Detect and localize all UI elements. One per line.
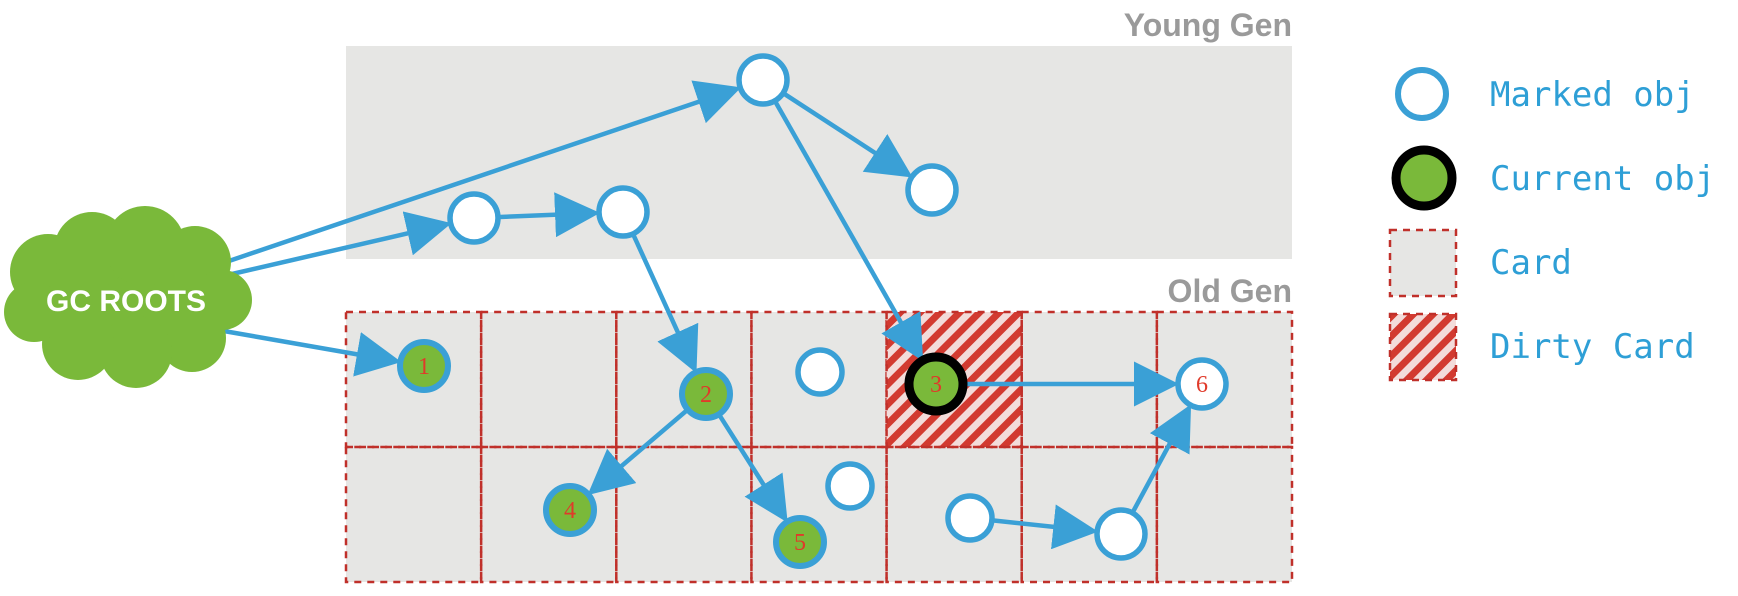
gc-roots-cloud: GC ROOTS xyxy=(4,206,252,388)
card-icon xyxy=(1388,228,1458,298)
legend-marked-obj: Marked obj xyxy=(1395,67,1695,121)
object-number-label: 6 xyxy=(1196,372,1208,398)
edge-y3-to-o3 xyxy=(773,101,924,362)
live-object-circle xyxy=(773,515,827,569)
object-nodes: 1 2 3 4 5 6 xyxy=(397,53,1229,569)
live-object-circle xyxy=(543,483,597,537)
marked-obj-icon xyxy=(1395,67,1449,121)
young-gen-region: Young Gen xyxy=(346,7,1292,259)
card xyxy=(1155,445,1294,584)
edge-y1-to-y2 xyxy=(499,192,601,238)
edge-y3-to-y4 xyxy=(783,92,913,178)
object-node-o1: 1 xyxy=(397,339,451,393)
marked-object-circle xyxy=(1094,507,1148,561)
legend-dirty-card-label: Dirty Card xyxy=(1490,327,1695,367)
object-number-label: 2 xyxy=(700,382,712,408)
card xyxy=(750,310,888,449)
card xyxy=(885,445,1023,584)
object-node-y1 xyxy=(447,191,501,245)
card xyxy=(615,310,753,449)
object-node-o5: 5 xyxy=(773,515,827,569)
object-node-m1 xyxy=(795,347,845,397)
marked-object-circle xyxy=(596,185,650,239)
card xyxy=(479,445,618,584)
legend-marked-obj-label: Marked obj xyxy=(1490,75,1695,115)
object-node-o2: 2 xyxy=(679,367,733,421)
live-object-circle xyxy=(679,367,733,421)
legend-current-obj-label: Current obj xyxy=(1490,159,1715,199)
edge-y2-to-o2 xyxy=(631,234,699,374)
legend-card: Card xyxy=(1388,228,1572,298)
legend-dirty-card: Dirty Card xyxy=(1388,312,1695,382)
legend-card-label: Card xyxy=(1490,243,1572,283)
cloud-icon xyxy=(4,206,252,388)
marked-object-circle xyxy=(905,163,959,217)
card xyxy=(344,445,483,584)
marked-object-circle xyxy=(825,461,875,511)
object-node-m3 xyxy=(945,493,995,543)
marked-object-circle xyxy=(736,53,790,107)
object-node-o6: 6 xyxy=(1175,357,1229,411)
dirty-card-icon xyxy=(1388,312,1458,382)
object-node-m2 xyxy=(825,461,875,511)
marked-object-circle xyxy=(447,191,501,245)
edge-roots-to-y1 xyxy=(231,211,452,277)
object-node-y2 xyxy=(596,185,650,239)
object-number-label: 3 xyxy=(930,372,942,398)
legend: Marked obj Current obj Card Dirty Card xyxy=(1388,67,1715,382)
current-object-circle xyxy=(904,352,968,416)
card xyxy=(344,310,483,449)
marked-object-circle xyxy=(945,493,995,543)
edge-roots-to-y3 xyxy=(225,80,742,265)
young-gen-area xyxy=(346,46,1292,259)
object-number-label: 5 xyxy=(794,530,806,556)
gc-roots-label: GC ROOTS xyxy=(46,285,206,318)
object-node-y3 xyxy=(736,53,790,107)
legend-current-obj: Current obj xyxy=(1391,145,1715,211)
current-obj-icon xyxy=(1391,145,1457,211)
edge-o2-to-o5 xyxy=(718,414,788,523)
object-node-m4 xyxy=(1094,507,1148,561)
object-number-label: 1 xyxy=(418,354,430,380)
edge-o2-to-o4 xyxy=(587,409,688,496)
object-node-o3: 3 xyxy=(904,352,968,416)
reference-edges xyxy=(217,80,1192,550)
edge-m4-to-o6 xyxy=(1131,404,1192,513)
marked-object-circle xyxy=(795,347,845,397)
card xyxy=(479,310,618,449)
card xyxy=(615,445,753,584)
card xyxy=(1020,310,1159,449)
object-number-label: 4 xyxy=(564,498,576,524)
edge-m3-to-m4 xyxy=(993,504,1099,550)
old-gen-label: Old Gen xyxy=(1168,273,1292,309)
card xyxy=(1020,445,1159,584)
edge-roots-to-o1 xyxy=(217,327,402,377)
live-object-circle xyxy=(397,339,451,393)
young-gen-label: Young Gen xyxy=(1124,7,1292,43)
object-node-o4: 4 xyxy=(543,483,597,537)
marked-object-circle xyxy=(1175,357,1229,411)
object-node-y4 xyxy=(905,163,959,217)
